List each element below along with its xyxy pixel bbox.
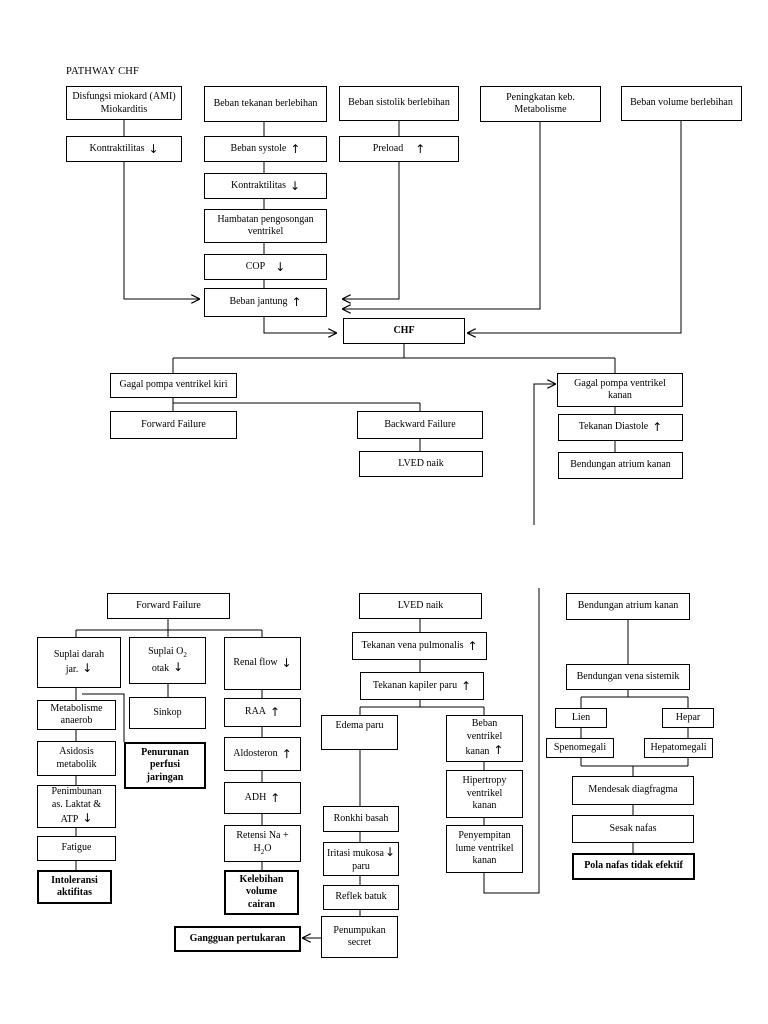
down-arrow-icon: ↓ <box>82 661 93 675</box>
box-tekanan-kapiler-paru: Tekanan kapiler paru↑ <box>360 672 484 700</box>
box-chf: CHF <box>343 318 465 344</box>
box-mendesak-diagfragma: Mendesak diagfragma <box>572 776 694 805</box>
up-arrow-icon: ↑ <box>461 678 472 693</box>
box-lien: Lien <box>555 708 607 728</box>
box-beban-tekanan: Beban tekanan berlebihan <box>204 86 327 122</box>
box-tekanan-vena-pulmonalis: Tekanan vena pulmonalis↑ <box>352 632 487 660</box>
down-arrow-icon: ↓ <box>384 845 395 859</box>
box-beban-sistolik: Beban sistolik berlebihan <box>339 86 459 121</box>
box-bendungan-vena-sistemik: Bendungan vena sistemik <box>566 664 690 690</box>
diagram-title: PATHWAY CHF <box>66 66 140 77</box>
down-arrow-icon: ↓ <box>281 656 292 670</box>
up-arrow-icon: ↑ <box>270 790 281 805</box>
up-arrow-icon: ↑ <box>291 295 302 309</box>
box-backward-failure: Backward Failure <box>357 411 483 439</box>
box-retensi-na: Retensi Na +H2O <box>224 825 301 862</box>
down-arrow-icon: ↓ <box>173 659 184 674</box>
up-arrow-icon: ↑ <box>652 420 663 434</box>
box-sesak-nafas: Sesak nafas <box>572 815 694 843</box>
box-lved-naik-1: LVED naik <box>359 451 483 477</box>
up-arrow-icon: ↑ <box>467 638 478 653</box>
down-arrow-icon: ↓ <box>275 259 286 274</box>
box-gangguan-pertukaran: Gangguan pertukaran <box>174 926 301 952</box>
box-adh: ADH↑ <box>224 782 301 814</box>
box-ronkhi-basah: Ronkhi basah <box>323 806 399 832</box>
box-beban-jantung: Beban jantung↑ <box>204 288 327 317</box>
box-tekanan-diastole: Tekanan Diastole↑ <box>558 414 683 441</box>
down-arrow-icon: ↓ <box>148 141 159 156</box>
box-hepar: Hepar <box>662 708 714 728</box>
box-gagal-pompa-kiri: Gagal pompa ventrikel kiri <box>110 373 237 398</box>
box-lved-naik-2: LVED naik <box>359 593 482 619</box>
box-disfungsi-miokard: Disfungsi miokard (AMI)Miokarditis <box>66 86 182 120</box>
box-kontraktilitas-left: Kontraktilitas↓ <box>66 136 182 162</box>
up-arrow-icon: ↑ <box>281 746 292 761</box>
box-iritasi-mukosa: Iritasi mukosa↓paru <box>323 842 399 876</box>
box-bendungan-atrium-1: Bendungan atrium kanan <box>558 452 683 479</box>
box-forward-failure-2: Forward Failure <box>107 593 230 619</box>
down-arrow-icon: ↓ <box>82 811 93 826</box>
box-cop: COP↓ <box>204 254 327 280</box>
box-sinkop: Sinkop <box>129 697 206 729</box>
box-peningkatan-metabolisme: Peningkatan keb.Metabolisme <box>480 86 601 122</box>
box-fatigue: Fatigue <box>37 836 116 861</box>
box-preload: Preload↑ <box>339 136 459 162</box>
down-arrow-icon: ↓ <box>289 178 301 193</box>
up-arrow-icon: ↑ <box>270 705 281 719</box>
box-renal-flow: Renal flow↓ <box>224 637 301 690</box>
box-spenomegali: Spenomegali <box>546 738 614 758</box>
up-arrow-icon: ↑ <box>290 141 301 156</box>
box-kontraktilitas-center: Kontraktilitas↓ <box>204 173 327 199</box>
box-beban-volume: Beban volume berlebihan <box>621 86 742 121</box>
box-edema-paru: Edema paru <box>321 715 398 750</box>
up-arrow-icon: ↑ <box>493 743 504 758</box>
box-pola-nafas: Pola nafas tidak efektif <box>572 853 695 880</box>
box-forward-failure-1: Forward Failure <box>110 411 237 439</box>
box-reflek-batuk: Reflek batuk <box>323 885 399 910</box>
box-aldosteron: Aldosteron↑ <box>224 737 301 771</box>
box-raa: RAA↑ <box>224 698 301 727</box>
box-beban-systole: Beban systole↑ <box>204 136 327 162</box>
box-bendungan-atrium-2: Bendungan atrium kanan <box>566 593 690 620</box>
up-arrow-icon: ↑ <box>415 141 426 156</box>
box-hepatomegali: Hepatomegali <box>644 738 713 758</box>
